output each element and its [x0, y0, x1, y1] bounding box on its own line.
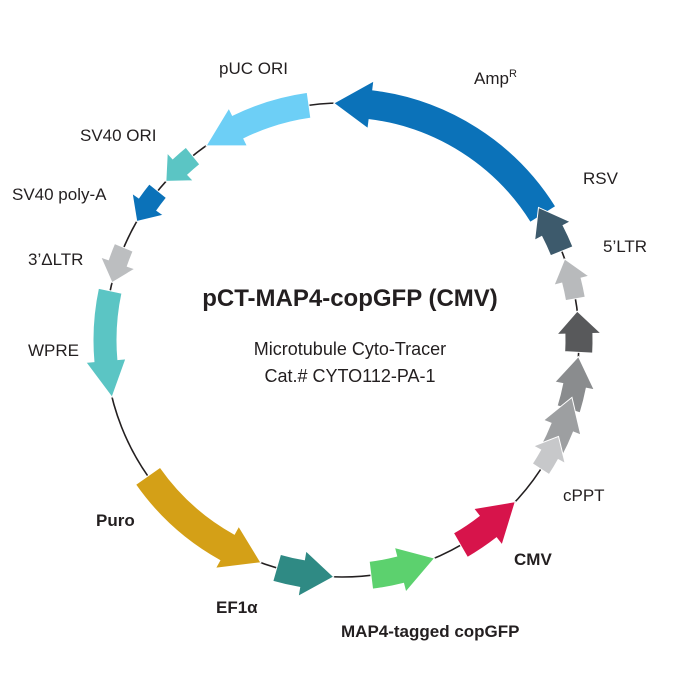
- label-puro: Puro: [96, 511, 135, 530]
- feature-arrow-rsv: [534, 206, 574, 257]
- label-amp: AmpR: [474, 68, 517, 88]
- label-cmv: CMV: [514, 550, 552, 569]
- label-sv40: SV40 ORI: [80, 126, 157, 145]
- label-3ltr: 3’ΔLTR: [28, 250, 83, 269]
- feature-arrow-ltr3: [99, 242, 137, 284]
- plasmid-description: Microtubule Cyto-Tracer: [254, 339, 446, 359]
- plasmid-title: pCT-MAP4-copGFP (CMV): [202, 285, 498, 312]
- feature-arrow-sv40: [165, 146, 201, 182]
- feature-arrow-cppt: [531, 435, 566, 476]
- label-rsv: RSV: [583, 169, 619, 188]
- feature-arrow-dark: [555, 310, 603, 354]
- label-wpre: WPRE: [28, 341, 79, 360]
- feature-arrows: [85, 80, 603, 598]
- feature-arrow-polya: [131, 183, 168, 223]
- feature-arrow-ef1a: [272, 549, 335, 598]
- label-map4: MAP4-tagged copGFP: [341, 622, 520, 641]
- label-cppt: cPPT: [563, 486, 605, 505]
- feature-arrow-wpre: [85, 287, 127, 399]
- feature-arrow-gray1: [553, 355, 596, 414]
- feature-arrow-ltr5: [553, 258, 591, 302]
- feature-arrow-cmv: [452, 501, 517, 559]
- catalog-number: Cat.# CYTO112-PA-1: [264, 366, 435, 386]
- label-ef1a: EF1α: [216, 598, 258, 617]
- feature-arrow-map4: [368, 546, 436, 594]
- feature-arrow-puc: [205, 91, 312, 147]
- feature-arrow-amp: [332, 80, 557, 224]
- label-polya: SV40 poly-A: [12, 185, 107, 204]
- feature-arrow-puro: [134, 466, 262, 569]
- label-5ltr: 5’LTR: [603, 237, 647, 256]
- label-puc: pUC ORI: [219, 59, 288, 78]
